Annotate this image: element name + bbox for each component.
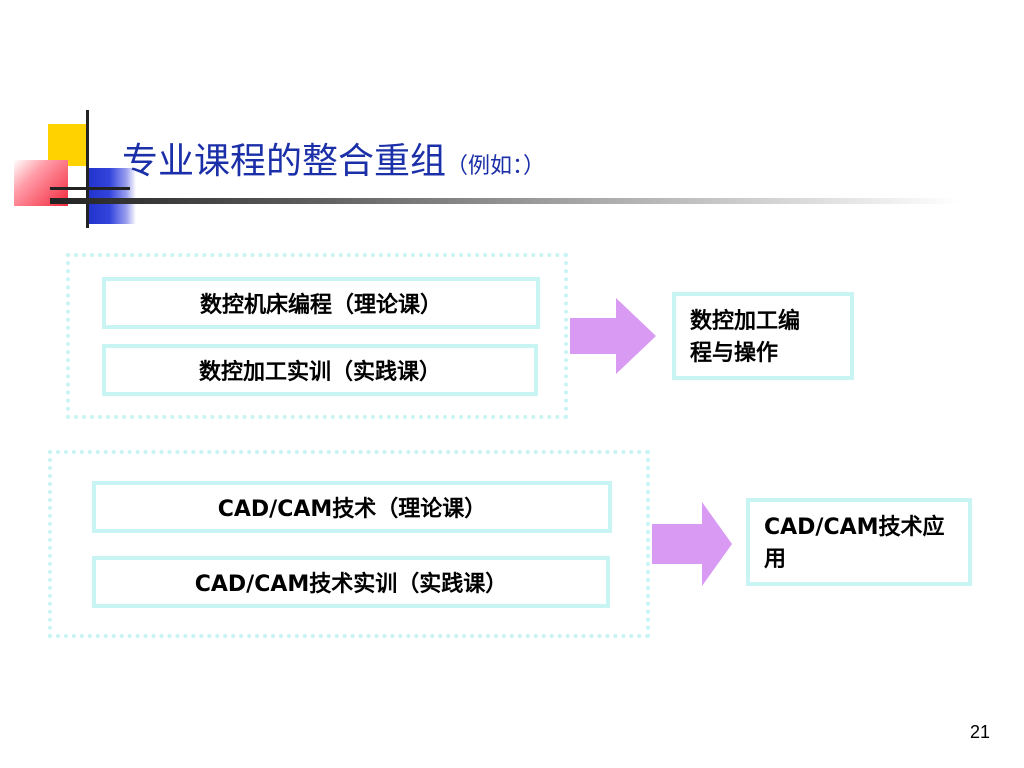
- short-horizontal-rule: [50, 187, 130, 190]
- result-box-cadcam: CAD/CAM技术应 用: [746, 498, 972, 586]
- result-line: 用: [764, 547, 787, 572]
- slide-title-suffix: （例如：）: [446, 154, 546, 179]
- title-underline: [50, 198, 960, 204]
- course-box-cadcam-practice: CAD/CAM技术实训（实践课）: [92, 556, 610, 608]
- course-group-1: [66, 253, 568, 419]
- blue-square-decoration: [88, 168, 136, 224]
- vertical-rule: [86, 110, 89, 228]
- course-box-cadcam-theory: CAD/CAM技术（理论课）: [92, 481, 612, 533]
- page-number: 21: [969, 722, 990, 742]
- result-line: 数控加工编: [690, 309, 801, 334]
- result-line: 程与操作: [690, 341, 779, 366]
- slide-title: 专业课程的整合重组（例如：）: [122, 140, 545, 189]
- result-box-cnc: 数控加工编 程与操作: [672, 292, 854, 380]
- course-box-cnc-practice: 数控加工实训（实践课）: [102, 344, 538, 396]
- yellow-square-decoration: [48, 124, 88, 166]
- result-line: CAD/CAM技术应: [764, 515, 945, 540]
- course-group-2: [48, 450, 650, 638]
- right-arrow-icon: [570, 298, 656, 374]
- course-box-cnc-programming: 数控机床编程（理论课）: [102, 277, 540, 329]
- right-arrow-icon: [652, 502, 732, 586]
- slide-title-main: 专业课程的整合重组: [122, 141, 447, 182]
